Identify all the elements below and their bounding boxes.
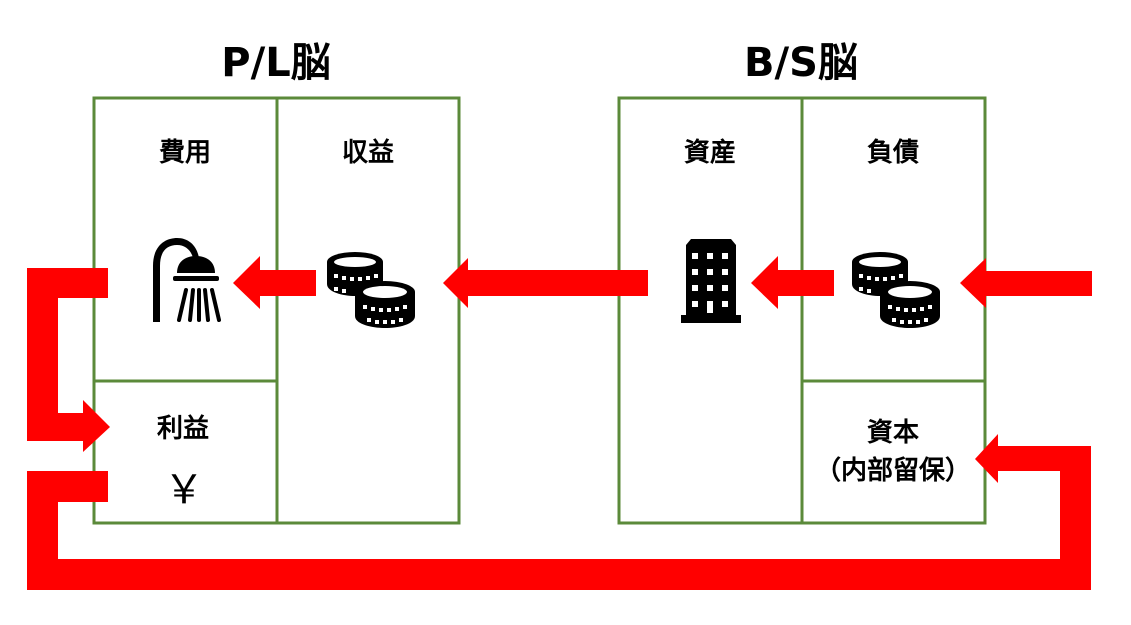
- assets-label: 資産: [684, 137, 736, 168]
- arrow-liabilities-to-assets: [751, 256, 834, 309]
- arrow-revenue-to-expense: [233, 256, 316, 309]
- arrow-external-to-liabilities: [960, 258, 1092, 308]
- pl-box: [92, 96, 461, 525]
- shower-icon: [153, 238, 221, 322]
- bs-box: [617, 96, 987, 525]
- equity-label: 資本: [867, 418, 919, 448]
- expense-label: 費用: [159, 138, 211, 168]
- arrow-expense-to-profit: [27, 268, 110, 452]
- arrow-profit-to-equity: [27, 434, 1091, 590]
- coins-icon: [327, 252, 415, 328]
- revenue-label: 収益: [342, 138, 394, 168]
- building-icon: [681, 239, 741, 323]
- arrow-assets-to-revenue: [443, 258, 648, 308]
- bs-title: B/S脳: [744, 40, 858, 86]
- liabilities-label: 負債: [867, 138, 919, 168]
- coins-icon: [852, 252, 940, 328]
- profit-label: 利益: [157, 414, 209, 444]
- yen-icon: ￥: [164, 467, 204, 513]
- equity-sublabel: （内部留保）: [815, 456, 971, 486]
- pl-title: P/L脳: [221, 40, 330, 86]
